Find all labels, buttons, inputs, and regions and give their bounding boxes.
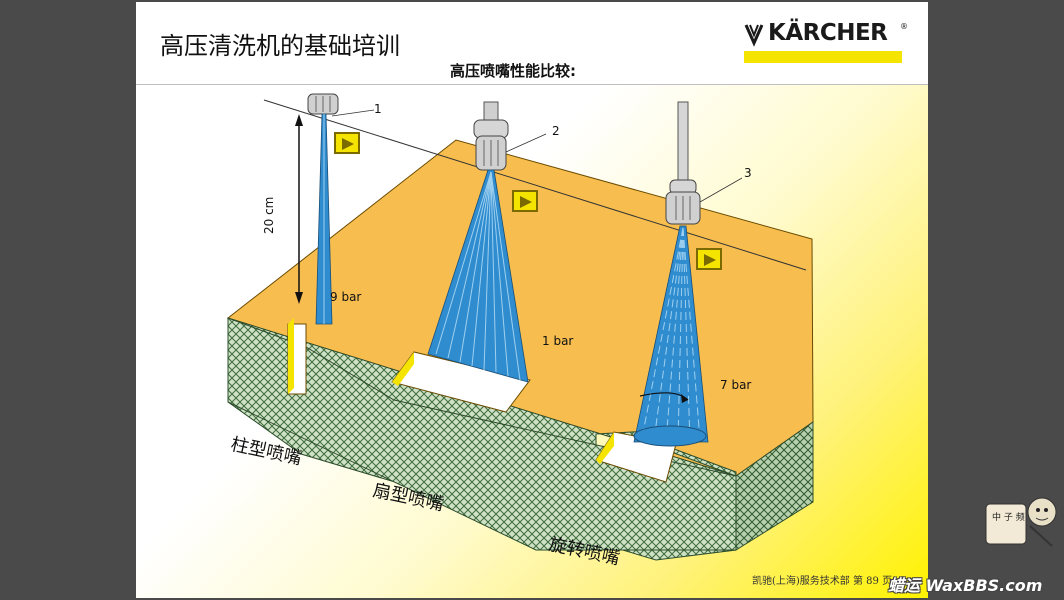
nozzle-2-icon (473, 101, 509, 171)
play-icon (342, 138, 354, 150)
play-button-1[interactable] (334, 132, 360, 154)
footer-text: 凯驰(上海)服务技术部 第 89 页 (752, 576, 893, 587)
distance-label: 20 cm (262, 196, 276, 234)
karcher-logo: KÄRCHER ® (744, 20, 910, 64)
header-bar (136, 2, 928, 85)
brand-bar (744, 51, 902, 63)
play-button-2[interactable] (512, 190, 538, 212)
pressure-label-1: 9 bar (330, 290, 362, 304)
spray-2 (427, 169, 529, 383)
nozzle-3-icon (665, 101, 701, 225)
callout-3: 3 (744, 166, 752, 180)
play-button-3[interactable] (696, 248, 722, 270)
registered-mark: ® (900, 22, 908, 31)
play-icon (520, 196, 532, 208)
watermark: 蜡运 WaxBBS.com (888, 576, 1043, 595)
pressure-label-3: 7 bar (720, 378, 752, 392)
callout-2: 2 (552, 124, 560, 138)
callout-1: 1 (374, 102, 382, 116)
pressure-label-2: 1 bar (542, 334, 574, 348)
slide-title: 高压清洗机的基础培训 (160, 32, 400, 60)
badge-text: 中 子 频 (992, 511, 1025, 523)
reference-line (263, 99, 807, 271)
spray-3 (633, 225, 709, 443)
nozzle-comparison-diagram (226, 93, 814, 561)
mascot-badge-icon: 中 子 频 (985, 497, 1057, 547)
play-icon (704, 254, 716, 266)
karcher-logo-mark-icon (744, 24, 764, 47)
slide-subtitle: 高压喷嘴性能比较: (450, 62, 576, 80)
slide-footer: 凯驰(上海)服务技术部 第 89 页 (752, 572, 892, 587)
trench-2 (391, 351, 531, 413)
distance-box (260, 188, 282, 258)
brand-name: KÄRCHER (768, 20, 888, 46)
surface-right (735, 421, 814, 551)
nozzle-1-icon (307, 93, 339, 115)
slide: 高压清洗机的基础培训 高压喷嘴性能比较: KÄRCHER ® 1 2 3 20 … (136, 2, 928, 598)
